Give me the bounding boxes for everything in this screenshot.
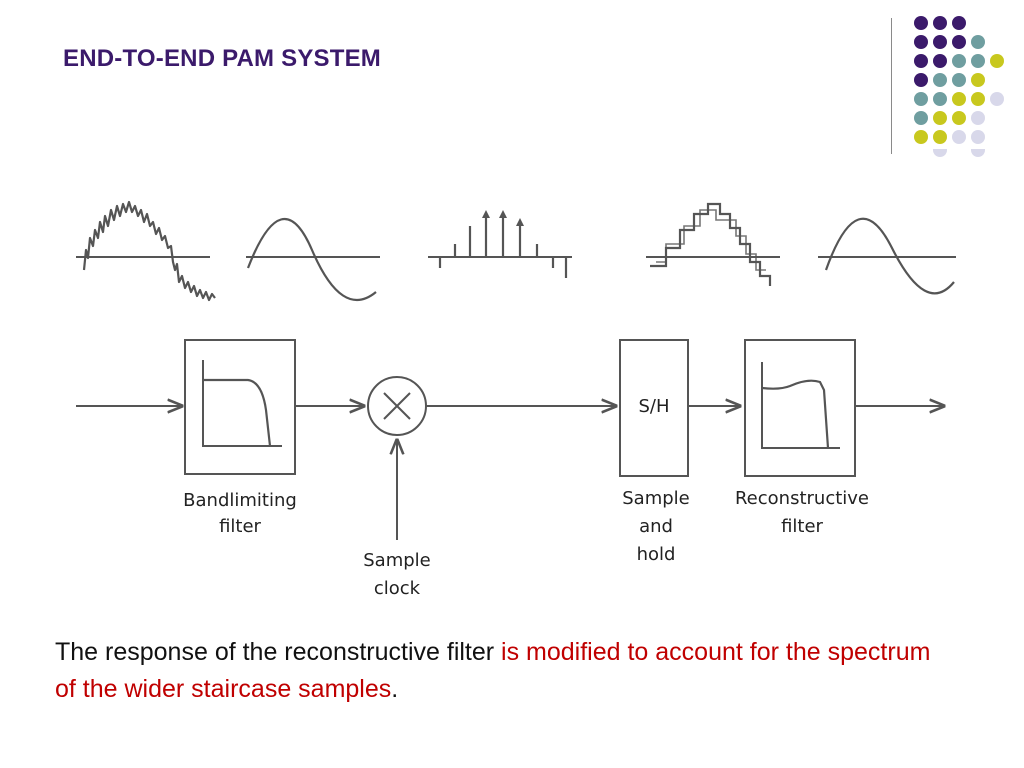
sample-hold-symbol: S/H: [638, 396, 669, 417]
decor-dot: [933, 35, 947, 49]
sample-hold-block: S/H: [619, 339, 689, 477]
decor-dot: [914, 35, 928, 49]
decor-dot: [971, 130, 985, 144]
decor-dot: [990, 92, 1004, 106]
caption-text-start: The response of the reconstructive filte…: [55, 638, 502, 666]
waveform-bandlimited-sine: [246, 218, 380, 302]
reconstructive-filter-block: [744, 339, 856, 477]
clock-label-line1: Sample: [363, 550, 431, 571]
decor-dot: [933, 54, 947, 68]
sample-hold-label-line3: hold: [637, 544, 676, 565]
bandlimiting-filter-block: [184, 339, 296, 475]
caption-text-end: .: [391, 675, 399, 703]
bandlimiting-label-line1: Bandlimiting: [183, 490, 297, 511]
bandlimiting-label-line2: filter: [219, 516, 261, 537]
decorative-divider: [891, 18, 892, 154]
decor-dot: [952, 35, 966, 49]
decor-dot: [933, 111, 947, 125]
waveform-input-noisy: [76, 200, 216, 302]
decor-dot: [990, 54, 1004, 68]
decor-dot: [914, 130, 928, 144]
decor-dot: [971, 92, 985, 106]
waveform-staircase: [646, 202, 780, 286]
sample-hold-label-line2: and: [639, 516, 673, 537]
decor-dot: [914, 111, 928, 125]
decor-dot: [914, 54, 928, 68]
pam-block-diagram: S/H Bandlimiting filter Sample clock Sam…: [76, 200, 956, 599]
slide-caption: The response of the reconstructive filte…: [55, 634, 935, 708]
decor-dot: [952, 92, 966, 106]
decor-dot: [952, 130, 966, 144]
clock-label-line2: clock: [374, 578, 421, 599]
caption-highlight: is modified to account for the spectrum …: [55, 638, 931, 703]
decor-dot: [971, 73, 985, 87]
decor-dot: [971, 111, 985, 125]
waveform-pam-impulses: [428, 210, 572, 278]
reconstructive-label-line1: Reconstructive: [735, 488, 869, 509]
decor-dot: [914, 92, 928, 106]
decor-dot: [952, 111, 966, 125]
decor-dot: [971, 149, 985, 157]
decor-dot: [933, 149, 947, 157]
decor-dot: [914, 73, 928, 87]
decor-dot: [933, 92, 947, 106]
decor-dot: [971, 54, 985, 68]
decor-dot: [952, 73, 966, 87]
decor-dot: [933, 16, 947, 30]
decor-dot: [914, 16, 928, 30]
decor-dot: [933, 73, 947, 87]
page-title: END-TO-END PAM SYSTEM: [63, 45, 381, 72]
decor-dot: [971, 35, 985, 49]
decor-dot: [952, 16, 966, 30]
sample-hold-label-line1: Sample: [622, 488, 690, 509]
waveform-output-sine: [818, 217, 956, 295]
decorative-dot-grid: [900, 10, 1020, 170]
decor-dot: [952, 54, 966, 68]
decor-dot: [933, 130, 947, 144]
reconstructive-label-line2: filter: [781, 516, 823, 537]
multiplier-node: [367, 376, 427, 436]
